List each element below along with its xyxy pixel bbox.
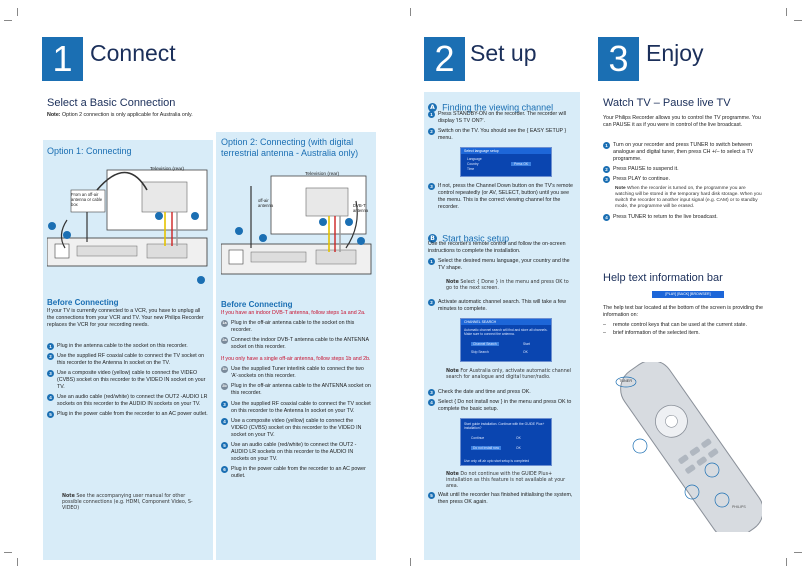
setup-note-3: Note Do not continue with the GUIDE Plus…	[446, 472, 566, 489]
before-connecting-text: If your TV is currently connected to a V…	[47, 308, 204, 328]
enjoy-note: Note When the recorder is turned on, the…	[615, 186, 762, 209]
dvbt-antenna-label: DVB-T antenna	[353, 203, 369, 213]
crop-mark	[410, 558, 411, 566]
option1-heading: Option 1: Connecting	[47, 146, 132, 156]
setup-note-1: Note Select { Done } in the menu and pre…	[446, 280, 569, 291]
option2-tv-rear-label: Television (rear)	[305, 172, 340, 177]
crop-mark	[4, 20, 12, 21]
remote-control-illustration	[615, 362, 762, 532]
watch-tv-intro: Your Philips Recorder allows you to cont…	[603, 115, 761, 128]
easy-setup-screen: Select language setup Language Country T…	[460, 147, 552, 177]
crop-mark	[786, 8, 787, 16]
remote-tuner-label: TUNER	[619, 379, 633, 383]
option2-heading: Option 2: Connecting (with digital terre…	[221, 137, 359, 158]
setup-note-2: Note For Australia only, activate automa…	[446, 369, 572, 380]
option2-steps: If you have an indoor DVB-T antenna, fol…	[221, 310, 371, 480]
option1-tv-rear-label: Television (rear)	[150, 167, 185, 172]
step-b-intro: Use the recorder's remote control and fo…	[428, 241, 566, 254]
crop-mark	[786, 558, 787, 566]
option2-before-heading: Before Connecting	[221, 300, 293, 309]
option1-connection-diagram	[47, 169, 208, 284]
help-text-heading: Help text information bar	[603, 272, 723, 284]
remote-brand-label: PHILIPS	[732, 505, 746, 509]
basic-connection-heading: Select a Basic Connection	[47, 97, 176, 109]
setup-title: Set up	[470, 40, 537, 66]
off-air-antenna-label: off-air antenna	[258, 198, 274, 208]
guide-install-screen: Start guide installation. Continue with …	[460, 418, 552, 466]
channel-search-screen: CHANNEL SEARCH Automatic channel search …	[460, 318, 552, 362]
from-antenna-label: From an off-air antenna or cable box	[71, 192, 103, 207]
crop-mark	[794, 552, 802, 553]
crop-mark	[17, 8, 18, 16]
help-bar-sample: [PLAY] [BACK] [BROWSER]	[652, 291, 724, 298]
crop-mark	[410, 8, 411, 16]
enjoy-title: Enjoy	[646, 40, 704, 66]
crop-mark	[17, 558, 18, 566]
watch-tv-heading: Watch TV – Pause live TV	[603, 97, 731, 109]
option2-connection-diagram	[221, 175, 372, 275]
help-bullets: –remote control keys that can be used at…	[603, 322, 747, 336]
before-connecting-heading: Before Connecting	[47, 298, 119, 307]
step-a-heading: A Finding the viewing channel	[428, 97, 553, 116]
crop-mark	[794, 20, 802, 21]
step-b-heading: B Start basic setup	[428, 228, 509, 247]
section-number-1: 1	[42, 37, 83, 81]
help-text: The help text bar located at the bottom …	[603, 305, 763, 318]
basic-note: Note: Option 2 connection is only applic…	[47, 112, 193, 118]
crop-mark	[4, 552, 12, 553]
option1-note: Note See the accompanying user manual fo…	[62, 494, 193, 511]
section-number-2: 2	[424, 37, 465, 81]
connect-title: Connect	[90, 40, 176, 66]
section-number-3: 3	[598, 37, 639, 81]
